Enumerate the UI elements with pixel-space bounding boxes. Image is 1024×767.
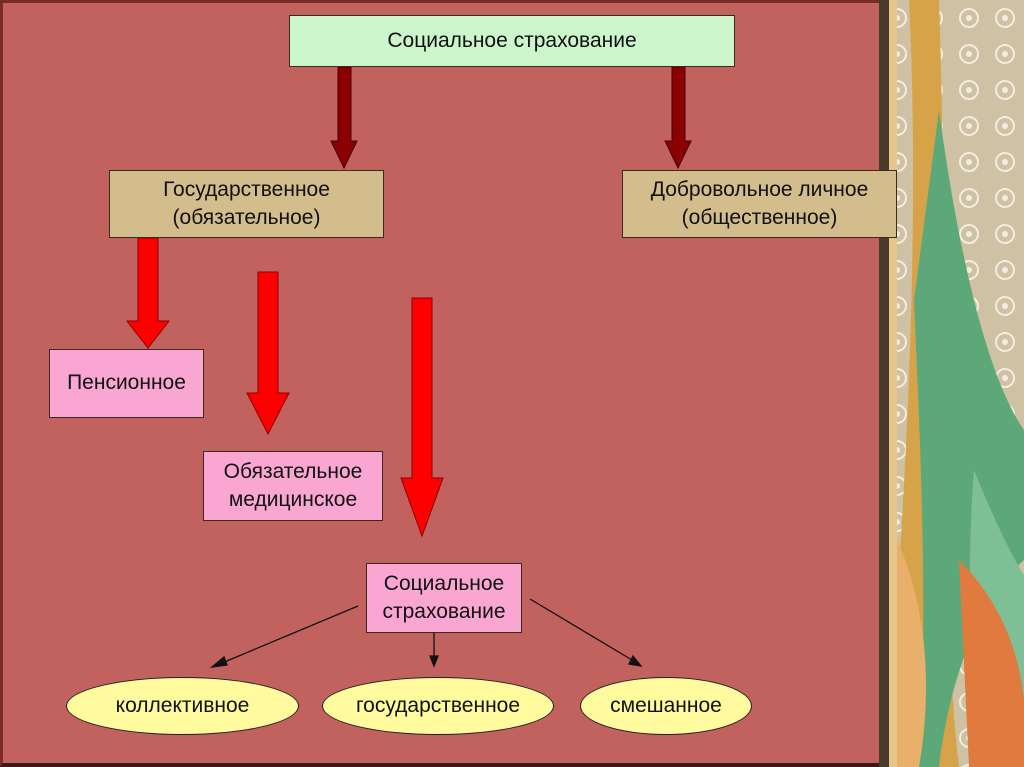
pension-box: Пенсионное xyxy=(49,349,204,418)
ellipse-state: государственное xyxy=(322,677,554,735)
connector-right xyxy=(530,599,632,660)
red-arrow-pension xyxy=(127,238,169,348)
voluntary-insurance-box: Добровольное личное (общественное) xyxy=(622,170,897,238)
decorative-side-strip xyxy=(879,0,1024,767)
dark-arrow-left xyxy=(331,67,357,168)
medical-box: Обязательное медицинское xyxy=(203,451,383,521)
dark-arrow-right xyxy=(665,67,691,168)
connector-left-head xyxy=(212,657,227,667)
connector-left xyxy=(222,606,358,663)
social-insurance-title-box: Социальное страхование xyxy=(289,15,735,67)
social-insurance-box: Социальное страхование xyxy=(366,563,522,633)
red-arrow-medical xyxy=(247,272,289,434)
red-arrow-social xyxy=(401,298,443,536)
connector-right-head xyxy=(629,656,641,666)
connector-center-head xyxy=(430,656,438,666)
state-insurance-box: Государственное (обязательное) xyxy=(109,170,384,238)
ellipse-mixed: смешанное xyxy=(580,677,752,735)
ellipse-collective: коллективное xyxy=(66,677,299,735)
